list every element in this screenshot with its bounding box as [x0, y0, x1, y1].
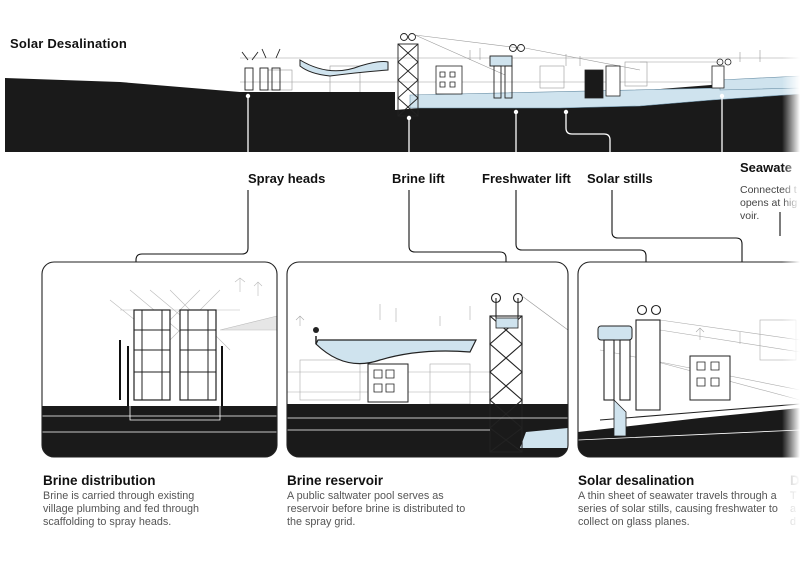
callout-brine-lift: Brine lift — [392, 171, 445, 186]
callout-solar-stills: Solar stills — [587, 171, 653, 186]
panel-illustration-solar-desalination — [578, 262, 800, 457]
panel-desc-solar-desalination: A thin sheet of seawater travels through… — [578, 490, 778, 529]
panel-desc-brine-distribution: Brine is carried through existing villag… — [43, 490, 213, 529]
callout-freshwater-lift: Freshwater lift — [482, 171, 571, 186]
callout-spray-heads: Spray heads — [248, 171, 325, 186]
panel-title-solar-desalination: Solar desalination — [578, 473, 694, 488]
panel-illustration-brine-distribution — [42, 262, 277, 457]
panel-title-brine-distribution: Brine distribution — [43, 473, 156, 488]
callout-seawater-desc-2: opens at hig — [740, 197, 797, 210]
page-title: Solar Desalination — [10, 36, 127, 51]
callout-seawater-desc-1: Connected t — [740, 184, 797, 197]
panel-title-cut-off: D — [790, 473, 800, 488]
panorama-freshwater-lift — [490, 45, 525, 99]
panorama-spray-scaffold — [242, 49, 280, 90]
panel-illustration-brine-reservoir — [287, 262, 568, 457]
panel-desc-cut-off: T a d — [790, 490, 798, 529]
callout-seawater-desc-3: voir. — [740, 210, 759, 223]
panorama-sea — [720, 76, 800, 90]
callout-seawater: Seawate — [740, 160, 792, 175]
panorama-reservoir — [300, 60, 388, 76]
panel-title-brine-reservoir: Brine reservoir — [287, 473, 383, 488]
panel-desc-brine-reservoir: A public saltwater pool serves as reserv… — [287, 490, 477, 529]
